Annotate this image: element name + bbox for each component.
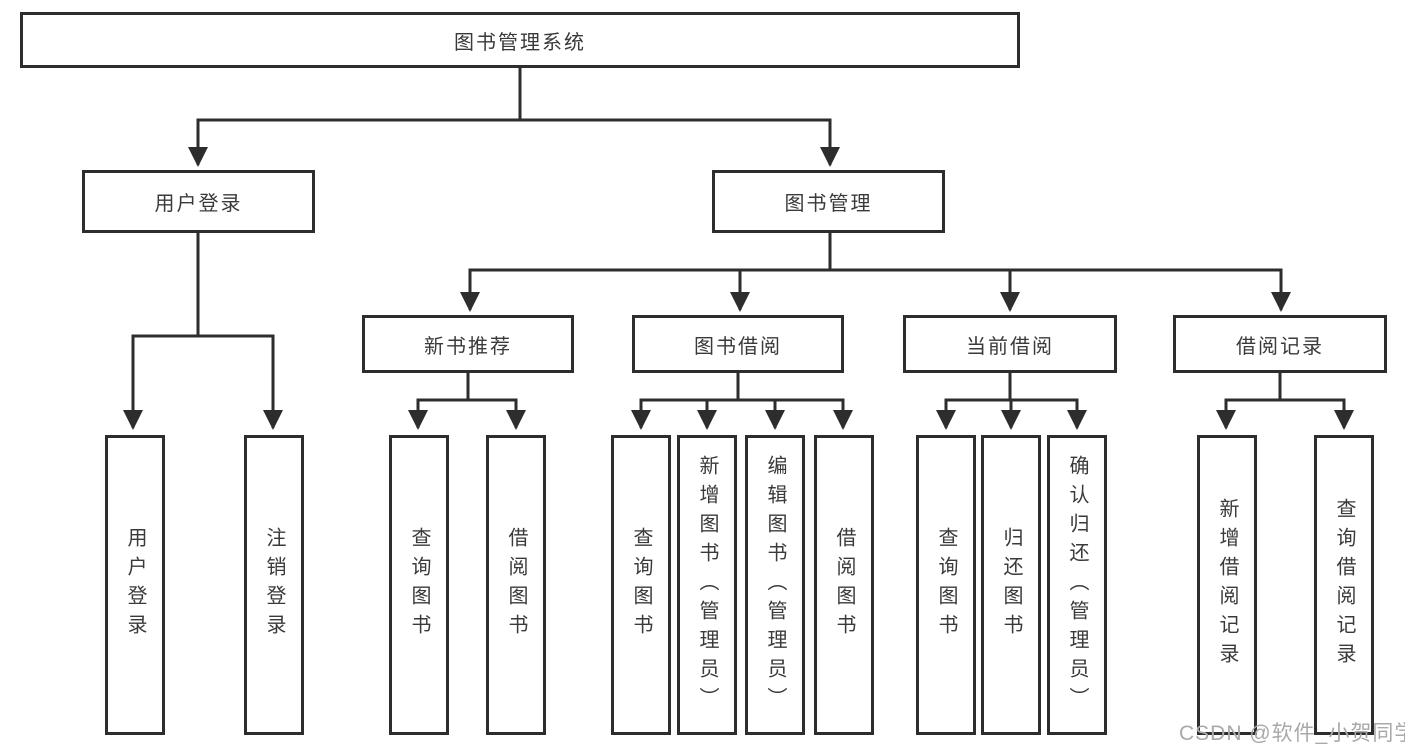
node-leaf-cb-query-book-label: 查询图书 [935, 527, 957, 643]
node-borrow-record: 借阅记录 [1173, 315, 1387, 373]
node-borrow-record-label: 借阅记录 [1236, 335, 1324, 358]
node-leaf-br-add-record-label: 新增借阅记录 [1216, 498, 1238, 672]
node-leaf-cb-confirm-return-label: 确认归还（管理员） [1066, 454, 1088, 716]
node-leaf-cb-return-book: 归还图书 [981, 435, 1041, 735]
node-leaf-bb-edit-book-label: 编辑图书（管理员） [764, 454, 786, 716]
node-leaf-nbr-borrow-book: 借阅图书 [486, 435, 546, 735]
node-leaf-bb-add-book-label: 新增图书（管理员） [696, 454, 718, 716]
node-root: 图书管理系统 [20, 12, 1020, 68]
node-leaf-user-login-label: 用户登录 [124, 527, 146, 643]
connector-user-login-to-leaves [123, 233, 283, 430]
connector-book-mgmt-to-level2 [460, 233, 1291, 312]
node-leaf-cb-confirm-return: 确认归还（管理员） [1047, 435, 1107, 735]
node-leaf-logout-label: 注销登录 [263, 527, 285, 643]
node-leaf-bb-edit-book: 编辑图书（管理员） [745, 435, 805, 735]
node-leaf-bb-add-book: 新增图书（管理员） [677, 435, 737, 735]
connector-new-book-rec-to-leaves [408, 373, 526, 430]
connector-book-borrow-to-leaves [631, 373, 853, 430]
node-leaf-br-query-record: 查询借阅记录 [1314, 435, 1374, 735]
node-user-login-label: 用户登录 [154, 193, 243, 215]
node-leaf-bb-borrow-book-label: 借阅图书 [833, 527, 855, 643]
connector-root-to-level1 [188, 68, 840, 167]
csdn-watermark: CSDN @软件_小贺同学 [1179, 722, 1405, 745]
node-book-borrow-label: 图书借阅 [694, 335, 782, 358]
node-leaf-user-login: 用户登录 [105, 435, 165, 735]
node-leaf-br-add-record: 新增借阅记录 [1197, 435, 1257, 735]
connector-borrow-record-to-leaves [1216, 373, 1354, 430]
node-leaf-cb-query-book: 查询图书 [916, 435, 976, 735]
node-leaf-logout: 注销登录 [244, 435, 304, 735]
node-new-book-rec: 新书推荐 [362, 315, 574, 373]
node-leaf-cb-return-book-label: 归还图书 [1000, 527, 1022, 643]
node-current-borrow: 当前借阅 [903, 315, 1117, 373]
node-leaf-nbr-query-book-label: 查询图书 [408, 527, 430, 643]
node-leaf-nbr-query-book: 查询图书 [389, 435, 449, 735]
node-leaf-nbr-borrow-book-label: 借阅图书 [505, 527, 527, 643]
node-leaf-bb-query-book-label: 查询图书 [630, 527, 652, 643]
node-new-book-rec-label: 新书推荐 [424, 335, 512, 358]
node-root-label: 图书管理系统 [454, 31, 586, 54]
node-current-borrow-label: 当前借阅 [966, 335, 1054, 358]
connector-current-borrow-to-leaves [936, 373, 1087, 430]
node-user-login: 用户登录 [82, 170, 315, 233]
node-leaf-bb-query-book: 查询图书 [611, 435, 671, 735]
node-book-borrow: 图书借阅 [632, 315, 844, 373]
node-leaf-bb-borrow-book: 借阅图书 [814, 435, 874, 735]
node-book-mgmt-label: 图书管理 [784, 193, 873, 215]
node-leaf-br-query-record-label: 查询借阅记录 [1333, 498, 1355, 672]
node-book-mgmt: 图书管理 [712, 170, 945, 233]
